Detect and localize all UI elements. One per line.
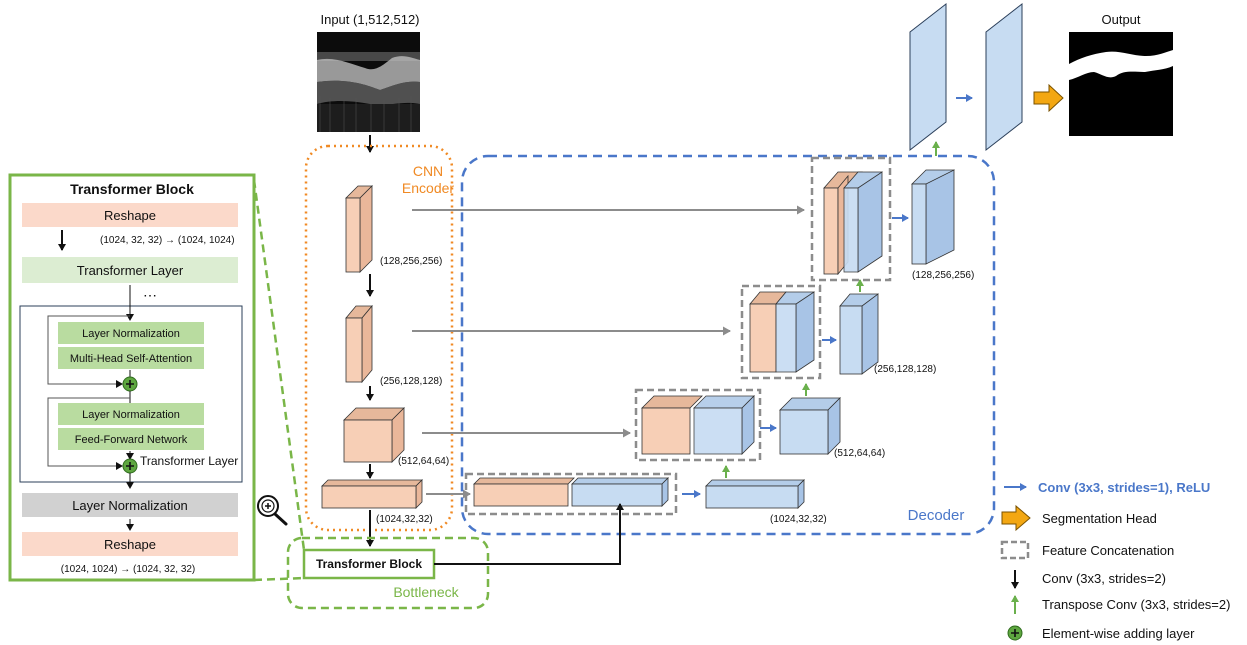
magnifier-zoom-icon bbox=[258, 496, 286, 524]
decoder-shape-1: (128,256,256) bbox=[912, 270, 974, 281]
panel-ellipsis: ⋯ bbox=[143, 287, 157, 303]
legend-seg-head: Segmentation Head bbox=[1042, 511, 1157, 526]
encoder-block-3 bbox=[344, 408, 404, 462]
panel-title: Transformer Block bbox=[70, 181, 194, 197]
encoder-shape-4: (1024,32,32) bbox=[376, 514, 433, 525]
reshape-bottom-shape: (1024, 1024) → (1024, 32, 32) bbox=[61, 564, 196, 575]
concat3-encoder-feature bbox=[642, 396, 702, 454]
final-ln-label: Layer Normalization bbox=[72, 498, 188, 513]
concat2-decoder-feature bbox=[776, 292, 814, 372]
ln1-label: Layer Normalization bbox=[82, 328, 180, 340]
legend-conv-stride2: Conv (3x3, strides=2) bbox=[1042, 571, 1166, 586]
ffn-label: Feed-Forward Network bbox=[75, 434, 188, 446]
output-conv-slab-2 bbox=[986, 4, 1022, 150]
reshape-top-shape: (1024, 32, 32) → (1024, 1024) bbox=[100, 235, 235, 246]
decoder-block-4 bbox=[706, 480, 804, 508]
segmentation-head-arrow bbox=[1034, 85, 1063, 111]
output-mask-image bbox=[1069, 32, 1173, 136]
encoder-block-4 bbox=[322, 480, 422, 508]
decoder-shape-3: (512,64,64) bbox=[834, 448, 885, 459]
ln2-label: Layer Normalization bbox=[82, 409, 180, 421]
transformer-layer-label: Transformer Layer bbox=[77, 263, 184, 278]
decoder-shape-2: (256,128,128) bbox=[874, 364, 936, 375]
encoder-block-2 bbox=[346, 306, 372, 382]
bottleneck-title: Bottleneck bbox=[393, 584, 459, 600]
reshape-top-label: Reshape bbox=[104, 208, 156, 223]
legend-concat: Feature Concatenation bbox=[1042, 543, 1174, 558]
output-label: Output bbox=[1101, 12, 1140, 27]
dashed-box-icon bbox=[1002, 542, 1028, 558]
add-node-1-icon bbox=[123, 377, 137, 391]
encoder-block-1 bbox=[346, 186, 372, 272]
encoder-region bbox=[306, 146, 452, 530]
encoder-title-line2: Encoder bbox=[402, 180, 454, 196]
bottleneck-block-label: Transformer Block bbox=[316, 557, 422, 571]
encoder-shape-2: (256,128,128) bbox=[380, 376, 442, 387]
decoder-title: Decoder bbox=[908, 507, 965, 524]
mhsa-label: Multi-Head Self-Attention bbox=[70, 353, 192, 365]
legend-conv-relu: Conv (3x3, strides=1), ReLU bbox=[1038, 480, 1210, 495]
concat1-decoder-feature bbox=[844, 172, 882, 272]
encoder-shape-3: (512,64,64) bbox=[398, 456, 449, 467]
output-conv-slab-1 bbox=[910, 4, 946, 150]
green-plus-circle-icon bbox=[1008, 626, 1022, 640]
inner-layer-caption: Transformer Layer bbox=[140, 454, 238, 468]
zoom-connector-bottom bbox=[254, 578, 304, 580]
concat3-decoder-feature bbox=[694, 396, 754, 454]
encoder-shape-1: (128,256,256) bbox=[380, 256, 442, 267]
legend-transpose-conv: Transpose Conv (3x3, strides=2) bbox=[1042, 597, 1230, 612]
reshape-bottom-label: Reshape bbox=[104, 537, 156, 552]
legend-add-layer: Element-wise adding layer bbox=[1042, 626, 1195, 641]
add-node-2-icon bbox=[123, 459, 137, 473]
input-oct-image bbox=[317, 32, 420, 132]
decoder-block-1 bbox=[912, 170, 954, 264]
decoder-shape-4: (1024,32,32) bbox=[770, 514, 827, 525]
concat4-decoder-feature bbox=[572, 478, 668, 506]
legend: Conv (3x3, strides=1), ReLU Segmentation… bbox=[1002, 480, 1230, 641]
input-label: Input (1,512,512) bbox=[320, 12, 419, 27]
decoder-block-3 bbox=[780, 398, 840, 454]
decoder-block-2 bbox=[840, 294, 878, 374]
concat4-encoder-feature bbox=[474, 478, 574, 506]
orange-block-arrow-icon bbox=[1002, 506, 1030, 530]
encoder-title-line1: CNN bbox=[413, 163, 443, 179]
zoom-connector-top bbox=[254, 180, 304, 550]
